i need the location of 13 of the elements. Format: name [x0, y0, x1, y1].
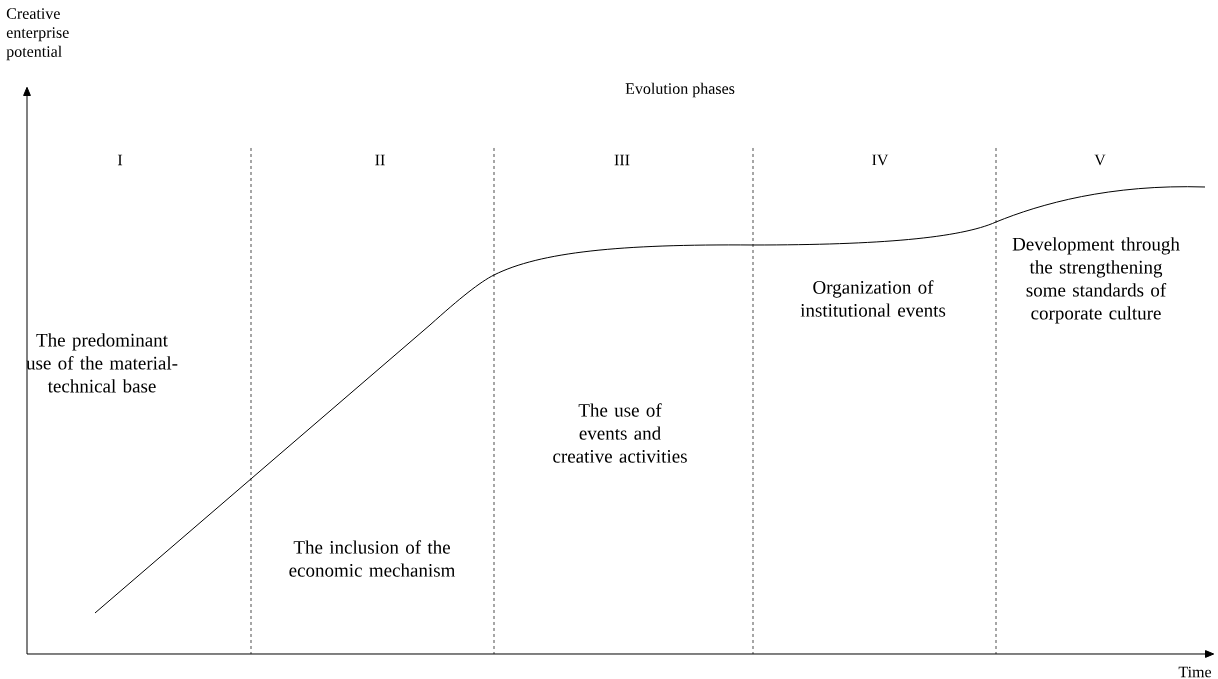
phase-description: The predominant use of the material-technical base — [26, 333, 178, 393]
phase-description: Development through the strengthening some standards of corporate culture — [1012, 237, 1180, 324]
phase-description: Organization of institutional events — [800, 280, 946, 317]
phase-numeral: I — [117, 154, 123, 166]
heading: Evolution phases — [625, 82, 735, 98]
phase-numeral: IV — [872, 154, 889, 166]
phase-description: The use of events and creative activities — [553, 403, 687, 463]
phase-numeral: V — [1094, 154, 1106, 166]
phase-numeral: III — [614, 154, 630, 166]
axis-title: Creative enterprise potential — [6, 8, 69, 61]
phase-description: The inclusion of the economic mechanism — [289, 540, 456, 577]
axis-title: Time — [1178, 666, 1212, 678]
phase-numeral: II — [375, 154, 385, 166]
